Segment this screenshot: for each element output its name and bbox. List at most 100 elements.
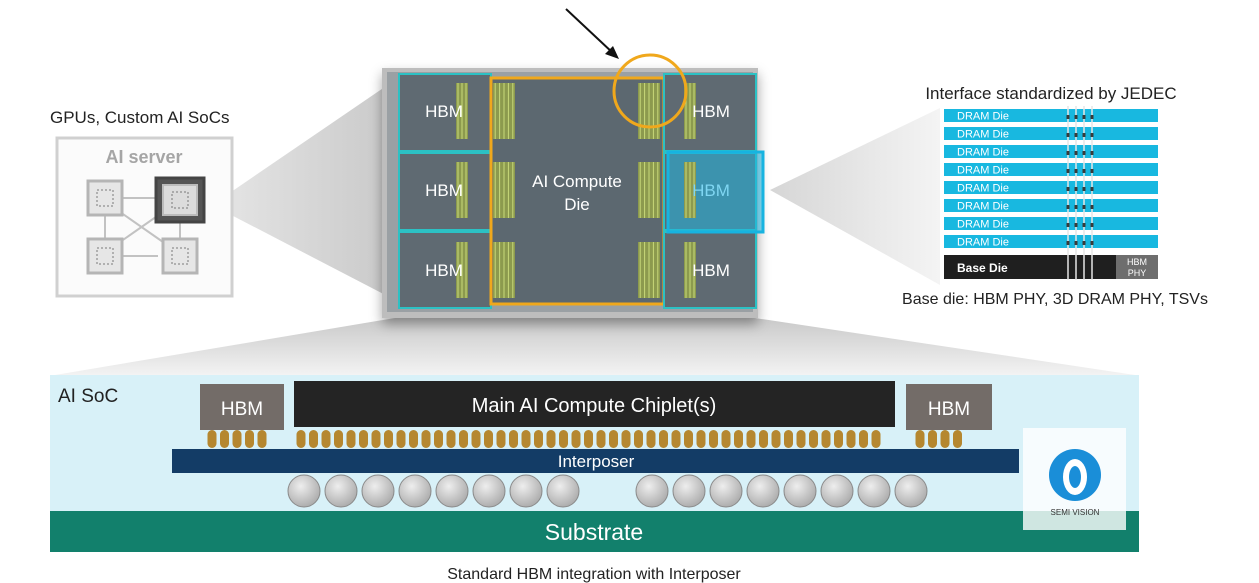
dram-die-6 [944,199,1158,212]
c4-ball [894,474,928,508]
dram-die-label-4: DRAM Die [957,165,1009,177]
integration-caption: Standard HBM integration with Interposer [447,566,741,583]
tsv-pad [1074,205,1078,209]
dram-die-2 [944,127,1158,140]
microbump [871,430,881,448]
semi-vision-watermark: SEMI VISION [1023,428,1126,530]
tsv-pad [1090,205,1094,209]
tsv-pad [1066,169,1070,173]
tsv-pad [1074,223,1078,227]
ai-soc-label: AI SoC [58,386,118,407]
microbump [534,430,543,448]
c4-ball [783,474,817,508]
dram-die-label-6: DRAM Die [957,201,1009,213]
interposer-label: Interposer [558,452,635,471]
dram-die-8 [944,235,1158,248]
interposer [172,449,1019,473]
microbump [759,430,768,448]
jedec-title: Interface standardized by JEDEC [925,84,1176,103]
semi-vision-text: SEMI VISION [1051,508,1100,517]
tsv-pad [1066,133,1070,137]
microbump [821,430,831,448]
base-die-label: Base Die [957,261,1008,275]
microbump [928,430,937,448]
microbump [220,430,229,448]
dram-die-label-3: DRAM Die [957,147,1009,159]
microbump [309,430,318,448]
tsv-pad [1066,223,1070,227]
c4-ball [435,474,469,508]
microbump [232,430,242,448]
pointer-arrow [565,8,619,59]
microbump [496,430,506,448]
hbm-phy-label-line1: HBM [1127,257,1147,267]
top-hbm-right-2-label: HBM [692,181,730,200]
tsv-pad [1082,241,1086,245]
top-hbm-right-3-label: HBM [692,261,730,280]
ai-compute-die [489,76,666,306]
substrate [50,511,1139,552]
tsv-pad [1082,133,1086,137]
tsv-pad [1066,115,1070,119]
microbump [396,430,406,448]
compute-die-label-line2: Die [564,195,590,214]
top-hbm-left-column [398,73,492,309]
tsv-pad [1074,115,1078,119]
microbump [721,430,731,448]
tsv-pad [1066,205,1070,209]
microbump [521,430,531,448]
tsv-pad [1090,151,1094,155]
microbump [346,430,356,448]
microbump [571,430,581,448]
tsv-pad [1082,169,1086,173]
top-hbm-left-2-label: HBM [425,181,463,200]
microbump [671,430,681,448]
main-chiplet-label: Main AI Compute Chiplet(s) [472,395,717,417]
compute-die-label-line1: AI Compute [532,172,622,191]
dram-die-1 [944,109,1158,122]
microbump [809,430,818,448]
c4-ball [709,474,743,508]
microbump [709,430,718,448]
tsv-pad [1090,241,1094,245]
microbump [245,430,254,448]
server-chip-bottom-left [86,237,124,275]
microbump [634,430,643,448]
tsv-pad [1066,151,1070,155]
microbump [359,430,368,448]
top-hbm-left-3 [398,231,492,309]
microbump [915,430,925,448]
microbump [734,430,743,448]
zoom-wedge-left [212,80,395,300]
hbm-phy-block [1116,255,1158,279]
highlighted-hbm-overlay [666,150,765,234]
c4-ball [857,474,891,508]
microbump [696,430,706,448]
microbump [846,430,856,448]
microbump [384,430,393,448]
microbump [509,430,518,448]
cross-hbm-right-label: HBM [928,399,970,420]
dram-die-3 [944,145,1158,158]
server-chip-top-right-highlighted [154,176,206,224]
c4-ball [361,474,395,508]
gpu-caption: GPUs, Custom AI SoCs [50,108,230,127]
microbump [646,430,656,448]
top-hbm-left-2 [398,152,492,231]
dram-die-label-7: DRAM Die [957,219,1009,231]
cross-hbm-right [906,384,992,430]
hbm-phy-label-line2: PHY [1128,268,1147,278]
microbump [940,430,950,448]
tsv-pad [1090,187,1094,191]
tsv-pad [1082,115,1086,119]
microbump [371,430,381,448]
microbump [546,430,556,448]
phy-stripes [456,83,696,298]
dram-die-label-2: DRAM Die [957,129,1009,141]
cross-hbm-left-label: HBM [221,399,263,420]
microbump [834,430,843,448]
tsv-pad [1082,187,1086,191]
top-hbm-left-1-label: HBM [425,102,463,121]
tsv-pad [1074,151,1078,155]
